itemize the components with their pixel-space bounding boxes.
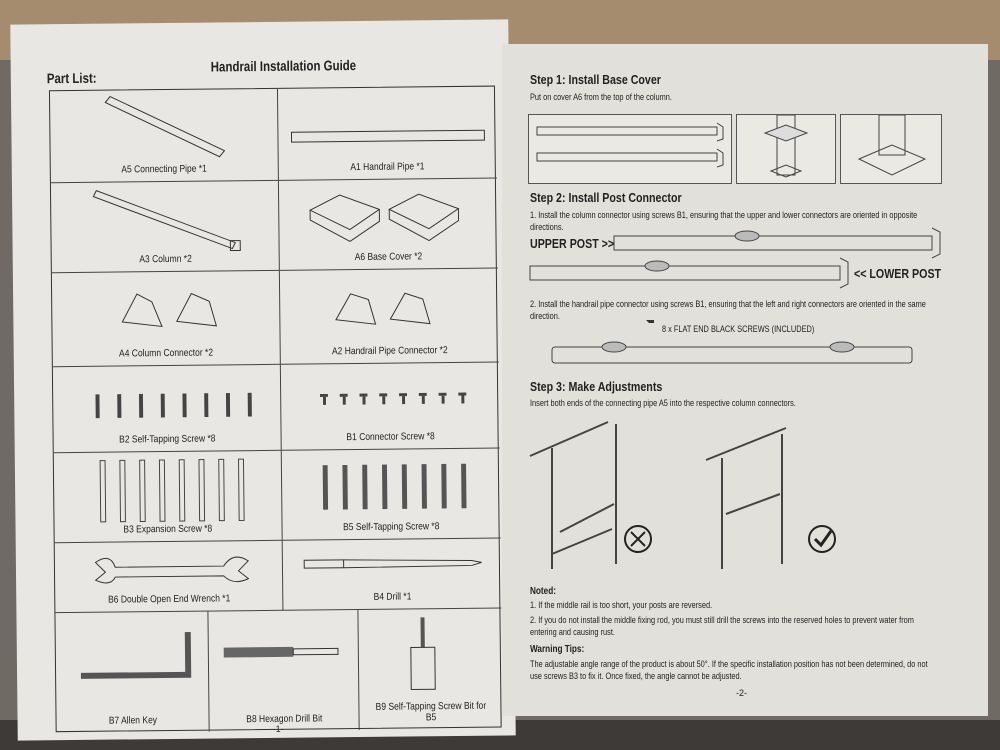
part-a2: A2 Handrail Pipe Connector *2: [279, 268, 499, 365]
part-label: B4 Drill *1: [373, 591, 412, 603]
parts-grid: A5 Connecting Pipe *1 A1 Handrail Pipe *…: [48, 85, 502, 734]
part-b5: B5 Self-Tapping Screw *8: [281, 448, 501, 541]
part-label: B7 Allen Key: [108, 715, 157, 727]
step2-text2: 2. Install the handrail pipe connector u…: [530, 299, 926, 321]
part-label: B9 Self-Tapping Screw Bit for B5: [375, 700, 487, 724]
screw-icon: [646, 320, 654, 334]
part-label: A6 Base Cover *2: [354, 251, 423, 264]
guide-title: Handrail Installation Guide: [210, 57, 357, 75]
part-label: B2 Self-Tapping Screw *8: [118, 433, 216, 446]
right-page: Step 1: Install Base Cover Put on cover …: [502, 44, 988, 716]
screw-label: 8 x FLAT END BLACK SCREWS (INCLUDED): [662, 324, 815, 334]
step1-heading: Step 1: Install Base Cover: [530, 72, 661, 87]
part-label: A3 Column *2: [138, 253, 192, 266]
part-a4: A4 Column Connector *2: [51, 270, 281, 368]
part-a5: A5 Connecting Pipe *1: [49, 88, 279, 184]
step1-text: Put on cover A6 from the top of the colu…: [530, 92, 672, 102]
page-number: -2-: [736, 688, 747, 698]
step1-image-installed: [840, 114, 942, 184]
step2-text1: 1. Install the column connector using sc…: [530, 210, 918, 232]
warning-heading: Warning Tips:: [530, 644, 585, 655]
correct-icon: [808, 525, 836, 553]
part-b9: B9 Self-Tapping Screw Bit for B5: [358, 609, 502, 730]
handrail-connector-diagram: [551, 341, 913, 364]
part-label: B1 Connector Screw *8: [346, 431, 435, 444]
adjustment-diagram: [529, 421, 836, 569]
part-label: A1 Handrail Pipe *1: [350, 161, 425, 174]
noted-item: 2. If you do not install the middle fixi…: [530, 615, 914, 637]
part-label: A4 Column Connector *2: [119, 347, 214, 360]
step3-heading: Step 3: Make Adjustments: [530, 379, 663, 394]
part-b4: B4 Drill *1: [282, 538, 502, 611]
post-connector-diagram: [529, 227, 941, 289]
incorrect-icon: [624, 525, 652, 553]
step1-image-posts: [528, 114, 732, 184]
part-b8: B8 Hexagon Drill Bit: [208, 610, 360, 732]
warning-text: The adjustable angle range of the produc…: [530, 659, 928, 681]
part-b2: B2 Self-Tapping Screw *8: [52, 364, 282, 454]
page-number: -1-: [272, 723, 284, 734]
part-label: B6 Double Open End Wrench *1: [107, 593, 230, 606]
part-label: B8 Hexagon Drill Bit: [245, 713, 323, 726]
part-a6: A6 Base Cover *2: [278, 178, 498, 271]
part-label: B5 Self-Tapping Screw *8: [343, 521, 440, 534]
step1-image-cover: [736, 114, 836, 184]
noted-heading: Noted:: [530, 586, 556, 597]
part-list-label: Part List:: [46, 69, 97, 87]
part-label: A5 Connecting Pipe *1: [121, 163, 208, 176]
part-b6: B6 Double Open End Wrench *1: [54, 540, 284, 614]
part-a1: A1 Handrail Pipe *1: [277, 86, 497, 181]
left-page: Handrail Installation Guide Part List: A…: [10, 19, 516, 741]
step3-text: Insert both ends of the connecting pipe …: [530, 398, 796, 408]
part-b1: B1 Connector Screw *8: [280, 362, 500, 451]
upper-post-label: UPPER POST >>: [530, 236, 615, 251]
lower-post-label: << LOWER POST: [854, 266, 942, 281]
part-label: B3 Expansion Screw *8: [123, 523, 213, 536]
part-b7: B7 Allen Key: [55, 611, 210, 734]
noted-item: 1. If the middle rail is too short, your…: [530, 600, 713, 610]
part-b3: B3 Expansion Screw *8: [53, 450, 283, 544]
part-label: A2 Handrail Pipe Connector *2: [331, 345, 448, 358]
step2-heading: Step 2: Install Post Connector: [530, 190, 682, 205]
part-a3: A3 Column *2: [50, 180, 280, 274]
